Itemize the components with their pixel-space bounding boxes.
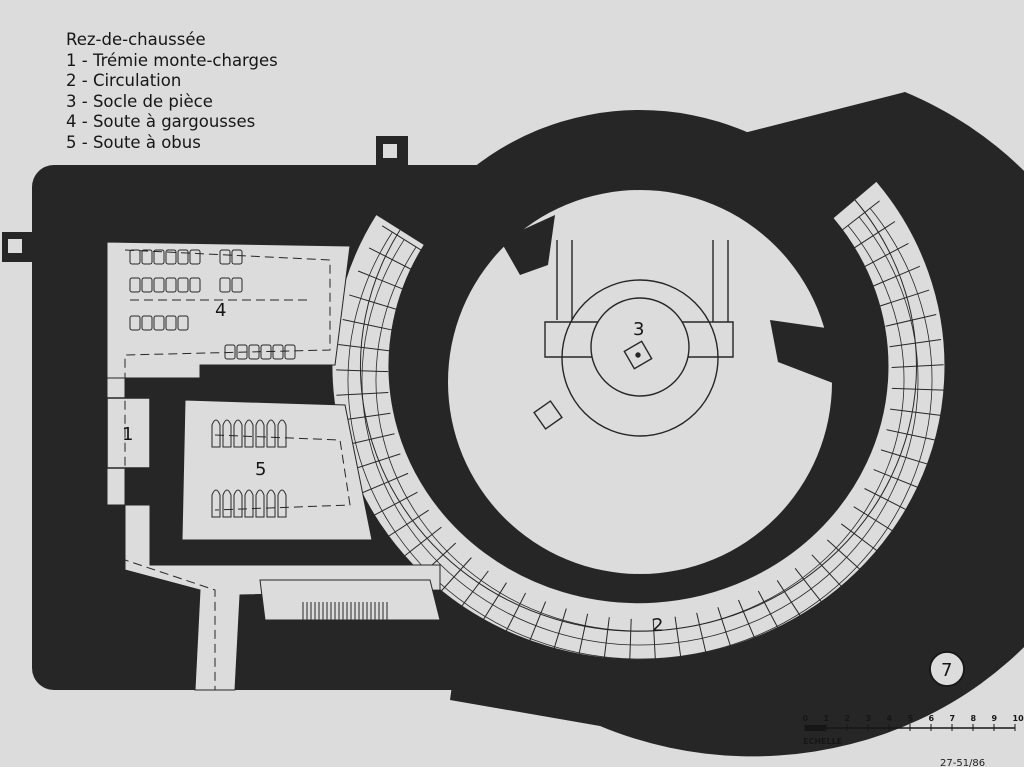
shell [233, 489, 243, 518]
plan-label-3: 3 [633, 319, 644, 340]
ring-grid-line [381, 225, 427, 254]
cartridge [177, 277, 189, 293]
shell [255, 419, 265, 448]
cartridge [236, 344, 248, 360]
hoist-shaft-1 [106, 397, 151, 469]
gun-pedestal-3 [533, 240, 734, 437]
figure-number: 7 [941, 660, 952, 681]
cartridge [141, 315, 153, 331]
cartridge [129, 249, 141, 265]
cartridge [129, 315, 141, 331]
legend-item-5: 5 - Soute à obus [66, 132, 201, 152]
cartridge [260, 344, 272, 360]
ring-grid-arc [375, 225, 905, 632]
scale-tick-label: 0 [803, 714, 809, 723]
shell-stacks [211, 419, 287, 518]
room-obus-5 [181, 399, 373, 541]
shell [211, 419, 221, 448]
cartridge [165, 277, 177, 293]
scale-tick-label: 6 [929, 714, 935, 723]
north-post-void [383, 144, 397, 158]
cartridge [284, 344, 296, 360]
cartridge [141, 249, 153, 265]
plan-label-5: 5 [255, 459, 266, 480]
cartridge [165, 315, 177, 331]
legend-item-3: 3 - Socle de pièce [66, 91, 213, 111]
scale-tick-label: 2 [845, 714, 851, 723]
shell [211, 489, 221, 518]
legend: Rez-de-chaussée 1 - Trémie monte-charges… [66, 30, 278, 153]
circulation-ring-grid [336, 200, 944, 671]
cartridge [177, 249, 189, 265]
cartridge [153, 249, 165, 265]
scale-bar: ECHELLE 0 1 2 3 4 5 6 7 8 9 10 [803, 714, 1024, 746]
circulation-ring [332, 181, 945, 671]
staircase-hatching [302, 602, 388, 620]
cartridge [165, 249, 177, 265]
scale-tick-label: 8 [971, 714, 977, 723]
ring-grid-arc [361, 216, 919, 646]
plan-label-4: 4 [215, 300, 226, 321]
cartridge-stacks [129, 249, 296, 360]
shell [277, 419, 287, 448]
cartridge [231, 277, 243, 293]
gun-room: 3 [448, 190, 840, 574]
cartridge [141, 277, 153, 293]
sheet-reference: 27-51/86 [940, 758, 985, 767]
cartridge [189, 277, 201, 293]
scale-caption: ECHELLE [803, 737, 842, 746]
cartridge [219, 249, 231, 265]
shell [244, 419, 254, 448]
scale-tick-label: 5 [908, 714, 914, 723]
cartridge [177, 315, 189, 331]
cartridge [219, 277, 231, 293]
shell [277, 489, 287, 518]
gun-room-east-notch [770, 320, 840, 385]
gun-room-west-notch [500, 215, 555, 275]
cartridge [153, 315, 165, 331]
west-rooms [106, 241, 441, 691]
ring-grid-arc [347, 207, 933, 660]
ring-grid-line [838, 200, 880, 234]
plan-label-2: 2 [652, 615, 663, 636]
shell [244, 489, 254, 518]
shell [222, 489, 232, 518]
scale-tick-label: 4 [887, 714, 893, 723]
scale-tick-label: 10 [1013, 714, 1024, 723]
west-corridor [106, 377, 441, 691]
scale-tick-label: 9 [992, 714, 998, 723]
scale-tick-label: 3 [866, 714, 872, 723]
figure-number-badge: 7 [929, 651, 965, 687]
scale-tick-label: 7 [950, 714, 956, 723]
shell [233, 419, 243, 448]
stair-landing [259, 579, 441, 621]
shell [266, 419, 276, 448]
legend-item-1: 1 - Trémie monte-charges [66, 50, 278, 70]
shell [222, 419, 232, 448]
legend-item-2: 2 - Circulation [66, 71, 182, 90]
shell [266, 489, 276, 518]
cartridge [153, 277, 165, 293]
scale-tick-label: 1 [824, 714, 830, 723]
shell [255, 489, 265, 518]
cartridge [129, 277, 141, 293]
cartridge [189, 249, 201, 265]
legend-title: Rez-de-chaussée [66, 30, 206, 49]
cartridge [224, 344, 236, 360]
room-gargousses-4 [106, 241, 351, 379]
legend-item-4: 4 - Soute à gargousses [66, 112, 256, 131]
cartridge [248, 344, 260, 360]
west-post-void [8, 239, 22, 253]
plan-label-1: 1 [122, 424, 133, 445]
cartridge [231, 249, 243, 265]
cartridge [272, 344, 284, 360]
